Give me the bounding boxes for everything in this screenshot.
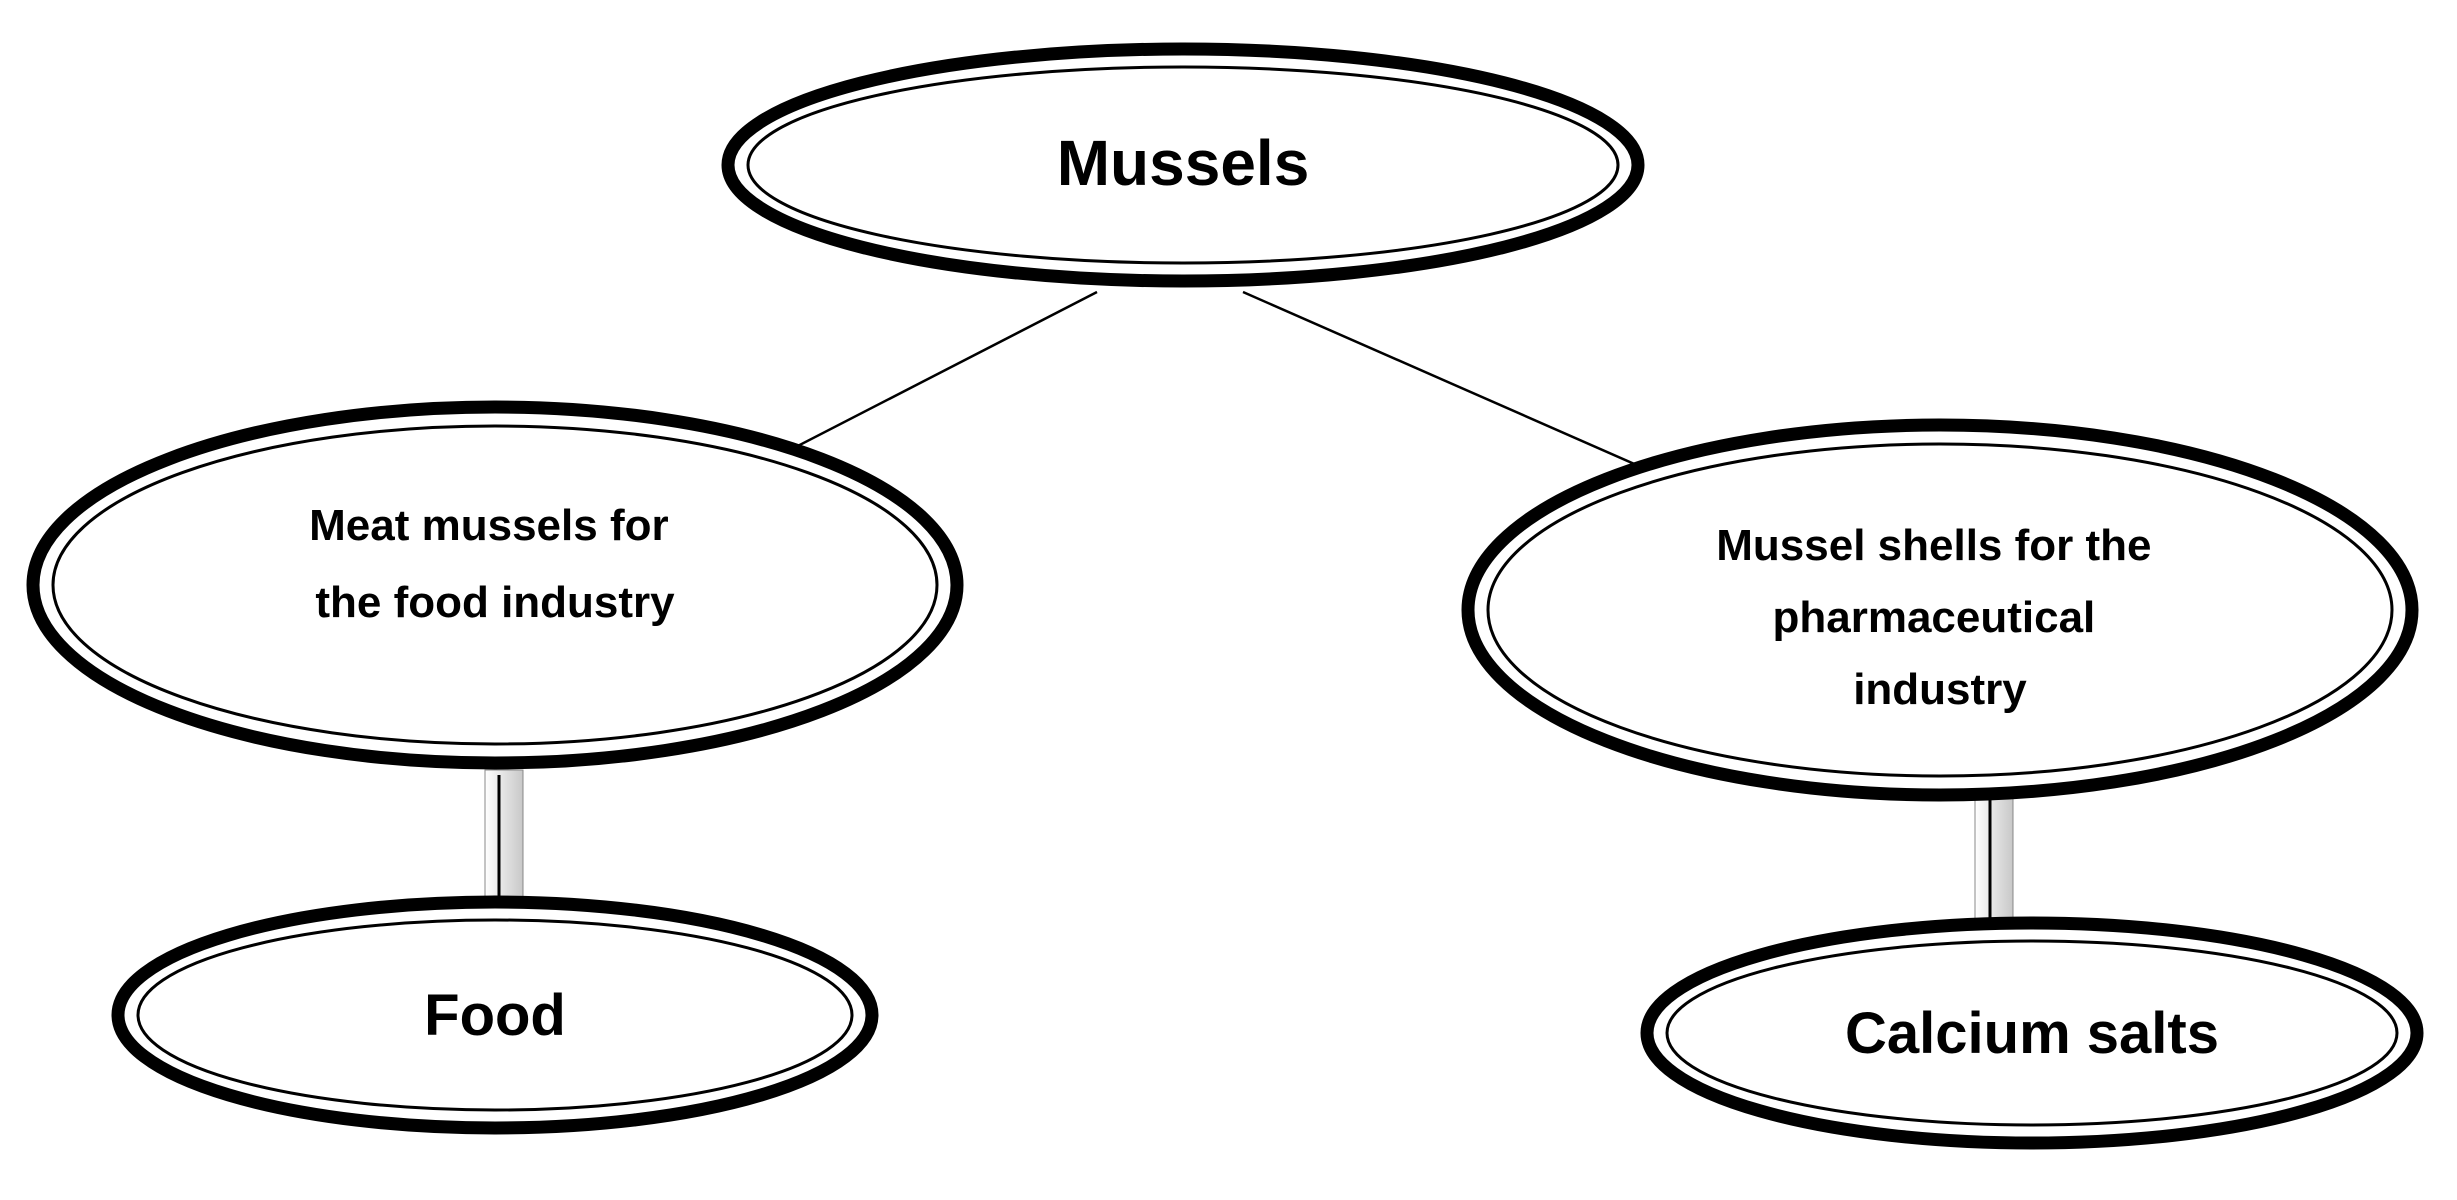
node-mussels-label: Mussels [1057, 127, 1310, 199]
node-shells-line-2: pharmaceutical [1772, 593, 2095, 642]
node-calcium-salts-label: Calcium salts [1845, 1001, 2219, 1066]
arrow-mussels-to-meat [753, 290, 1098, 470]
node-calcium-salts: Calcium salts [1640, 916, 2424, 1150]
node-shells-line-1: Mussel shells for the [1716, 521, 2151, 570]
node-meat-mussels-label: Meat mussels for the food industry [309, 501, 681, 627]
node-mussel-shells-label: Mussel shells for the pharmaceutical ind… [1716, 521, 2163, 714]
node-mussels: Mussels [721, 42, 1645, 288]
node-meat-line-2: the food industry [315, 578, 675, 627]
node-food-label: Food [424, 983, 566, 1048]
node-meat-line-1: Meat mussels for [309, 501, 668, 550]
arrow-mussels-to-shells [1242, 290, 1707, 497]
node-food: Food [111, 895, 879, 1135]
node-shells-line-3: industry [1853, 665, 2027, 714]
node-mussel-shells: Mussel shells for the pharmaceutical ind… [1461, 418, 2419, 802]
node-meat-mussels: Meat mussels for the food industry [26, 400, 964, 770]
